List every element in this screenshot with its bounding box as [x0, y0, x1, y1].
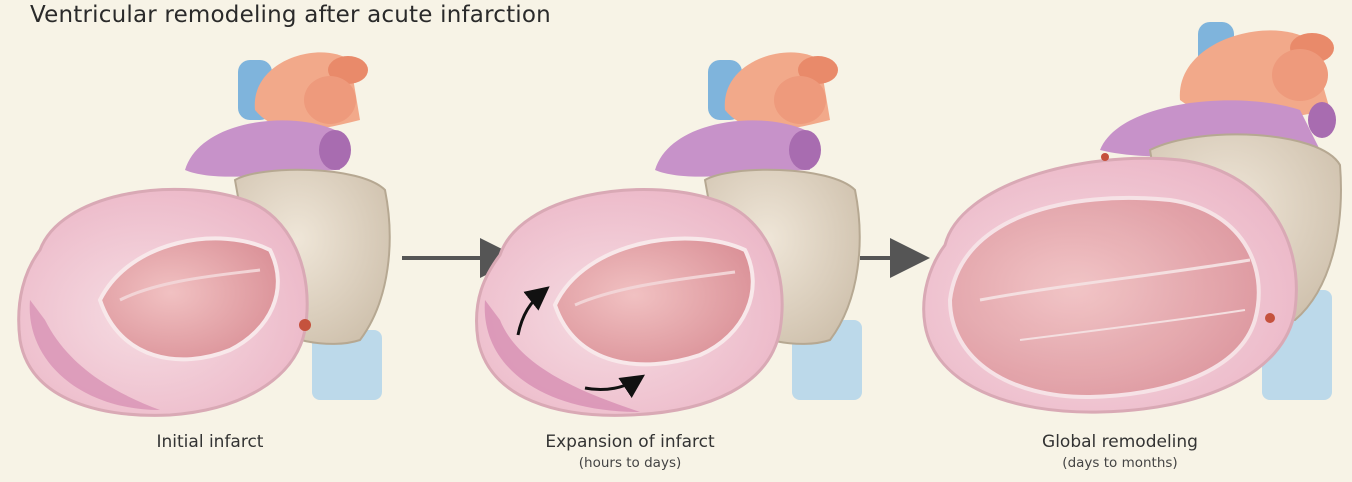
panel-caption-expansion: Expansion of infarct (hours to days): [470, 432, 790, 471]
pulmonary-artery: [185, 120, 340, 176]
panel-caption-global-remodeling: Global remodeling (days to months): [960, 432, 1280, 471]
panel-label: Expansion of infarct: [470, 432, 790, 452]
panel-sublabel: (hours to days): [470, 455, 790, 471]
panel-label: Global remodeling: [960, 432, 1280, 452]
heart-expansion-of-infarct: [477, 52, 862, 415]
heart-initial-infarct: [19, 52, 390, 415]
panel-caption-initial-infarct: Initial infarct: [80, 432, 340, 452]
pulmonary-artery: [655, 120, 810, 176]
heart-global-remodeling: [924, 22, 1341, 412]
panel-sublabel: (days to months): [960, 455, 1280, 471]
panel-label: Initial infarct: [80, 432, 340, 452]
